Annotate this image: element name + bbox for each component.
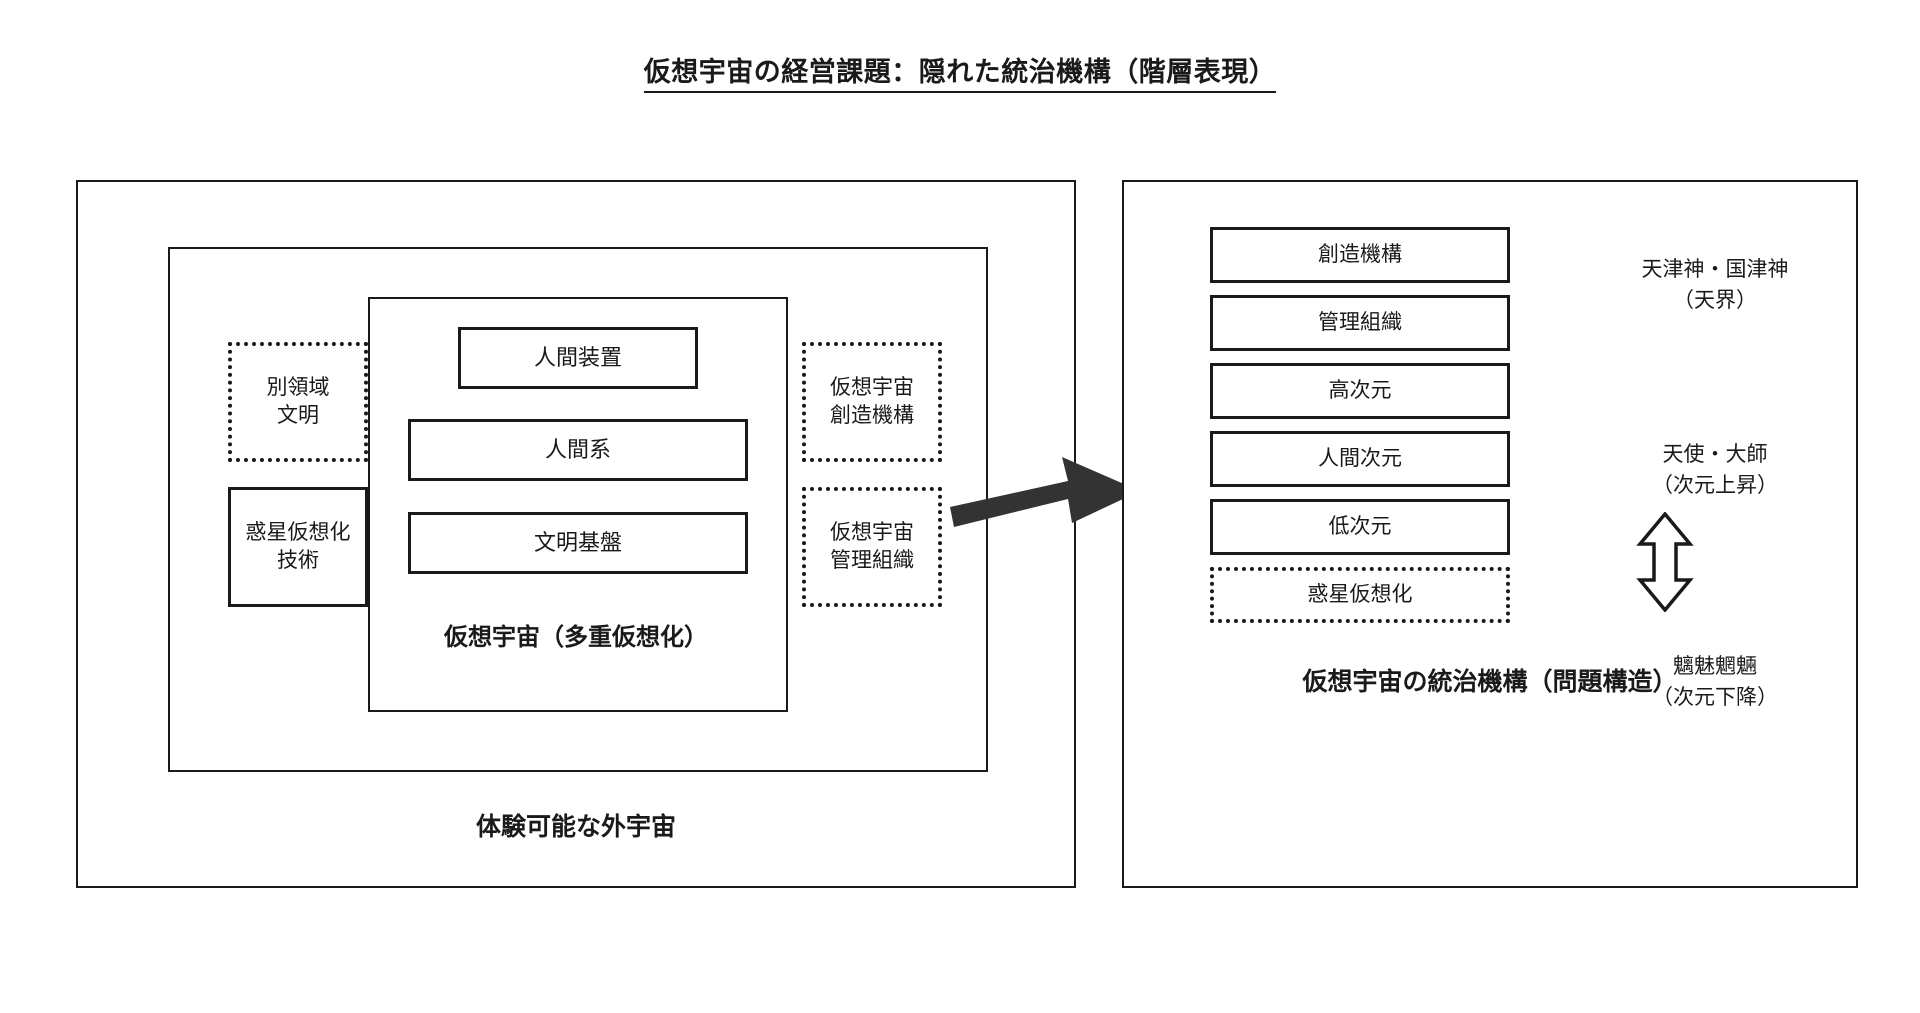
up-down-arrow-icon: [1630, 511, 1700, 613]
virtual-universe-label-text: 仮想宇宙（多重仮想化）: [444, 624, 708, 651]
box-label: 惑星仮想化: [1307, 582, 1413, 606]
box-label: 惑星仮想化 技術: [245, 520, 351, 572]
annotation-angels-masters: 天使・大師 （次元上昇）: [1590, 410, 1840, 501]
annotation-text: 天使・大師 （次元上昇）: [1652, 443, 1778, 497]
layer-higher-dimension: 高次元: [1210, 363, 1510, 419]
annotation-text: 天津神・国津神 （天界）: [1641, 258, 1789, 312]
box-human-device: 人間装置: [458, 327, 698, 389]
box-virtual-universe-management-org: 仮想宇宙 管理組織: [802, 487, 942, 607]
page-title: 仮想宇宙の経営課題：隠れた統治機構（階層表現）: [0, 50, 1920, 93]
box-label: 人間系: [544, 437, 611, 463]
right-panel: 創造機構 管理組織 高次元 人間次元 低次元 惑星仮想化 仮想宇宙の統治機構（問…: [1122, 180, 1858, 888]
left-panel: 別領域 文明 惑星仮想化 技術 仮想宇宙 創造機構 仮想宇宙 管理組織 人間装置…: [76, 180, 1076, 888]
box-virtual-universe-creation-org: 仮想宇宙 創造機構: [802, 342, 942, 462]
box-human-system: 人間系: [408, 419, 748, 481]
layer-management-org: 管理組織: [1210, 295, 1510, 351]
left-panel-caption: 体験可能な外宇宙: [78, 807, 1074, 843]
box-label: 管理組織: [1318, 310, 1402, 334]
box-label: 仮想宇宙 管理組織: [830, 520, 914, 572]
annotation-text: 魑魅魍魎 （次元下降）: [1652, 655, 1778, 709]
right-arrow-icon: [950, 455, 1140, 535]
box-civilization-base: 文明基盤: [408, 512, 748, 574]
layer-planet-virtualization: 惑星仮想化: [1210, 567, 1510, 623]
right-panel-caption-text: 仮想宇宙の統治機構（問題構造）: [1302, 668, 1678, 696]
virtual-universe-label: 仮想宇宙（多重仮想化）: [78, 617, 1074, 652]
box-other-domain-civilization: 別領域 文明: [228, 342, 368, 462]
box-label: 低次元: [1328, 514, 1392, 538]
box-label: 高次元: [1328, 378, 1392, 402]
annotation-heavenly-deities: 天津神・国津神 （天界）: [1590, 225, 1840, 316]
box-label: 別領域 文明: [266, 375, 330, 427]
layer-lower-dimension: 低次元: [1210, 499, 1510, 555]
page-title-text: 仮想宇宙の経営課題：隠れた統治機構（階層表現）: [643, 57, 1277, 93]
right-panel-caption: 仮想宇宙の統治機構（問題構造）: [1124, 662, 1856, 698]
box-label: 人間装置: [533, 345, 622, 371]
box-label: 人間次元: [1318, 446, 1402, 470]
box-planet-virtualization-tech: 惑星仮想化 技術: [228, 487, 368, 607]
box-label: 文明基盤: [533, 530, 622, 556]
annotation-demons: 魑魅魍魎 （次元下降）: [1590, 622, 1840, 713]
layer-creation-org: 創造機構: [1210, 227, 1510, 283]
left-panel-caption-text: 体験可能な外宇宙: [475, 813, 676, 841]
box-label: 創造機構: [1318, 242, 1402, 266]
layer-human-dimension: 人間次元: [1210, 431, 1510, 487]
box-label: 仮想宇宙 創造機構: [830, 375, 914, 427]
